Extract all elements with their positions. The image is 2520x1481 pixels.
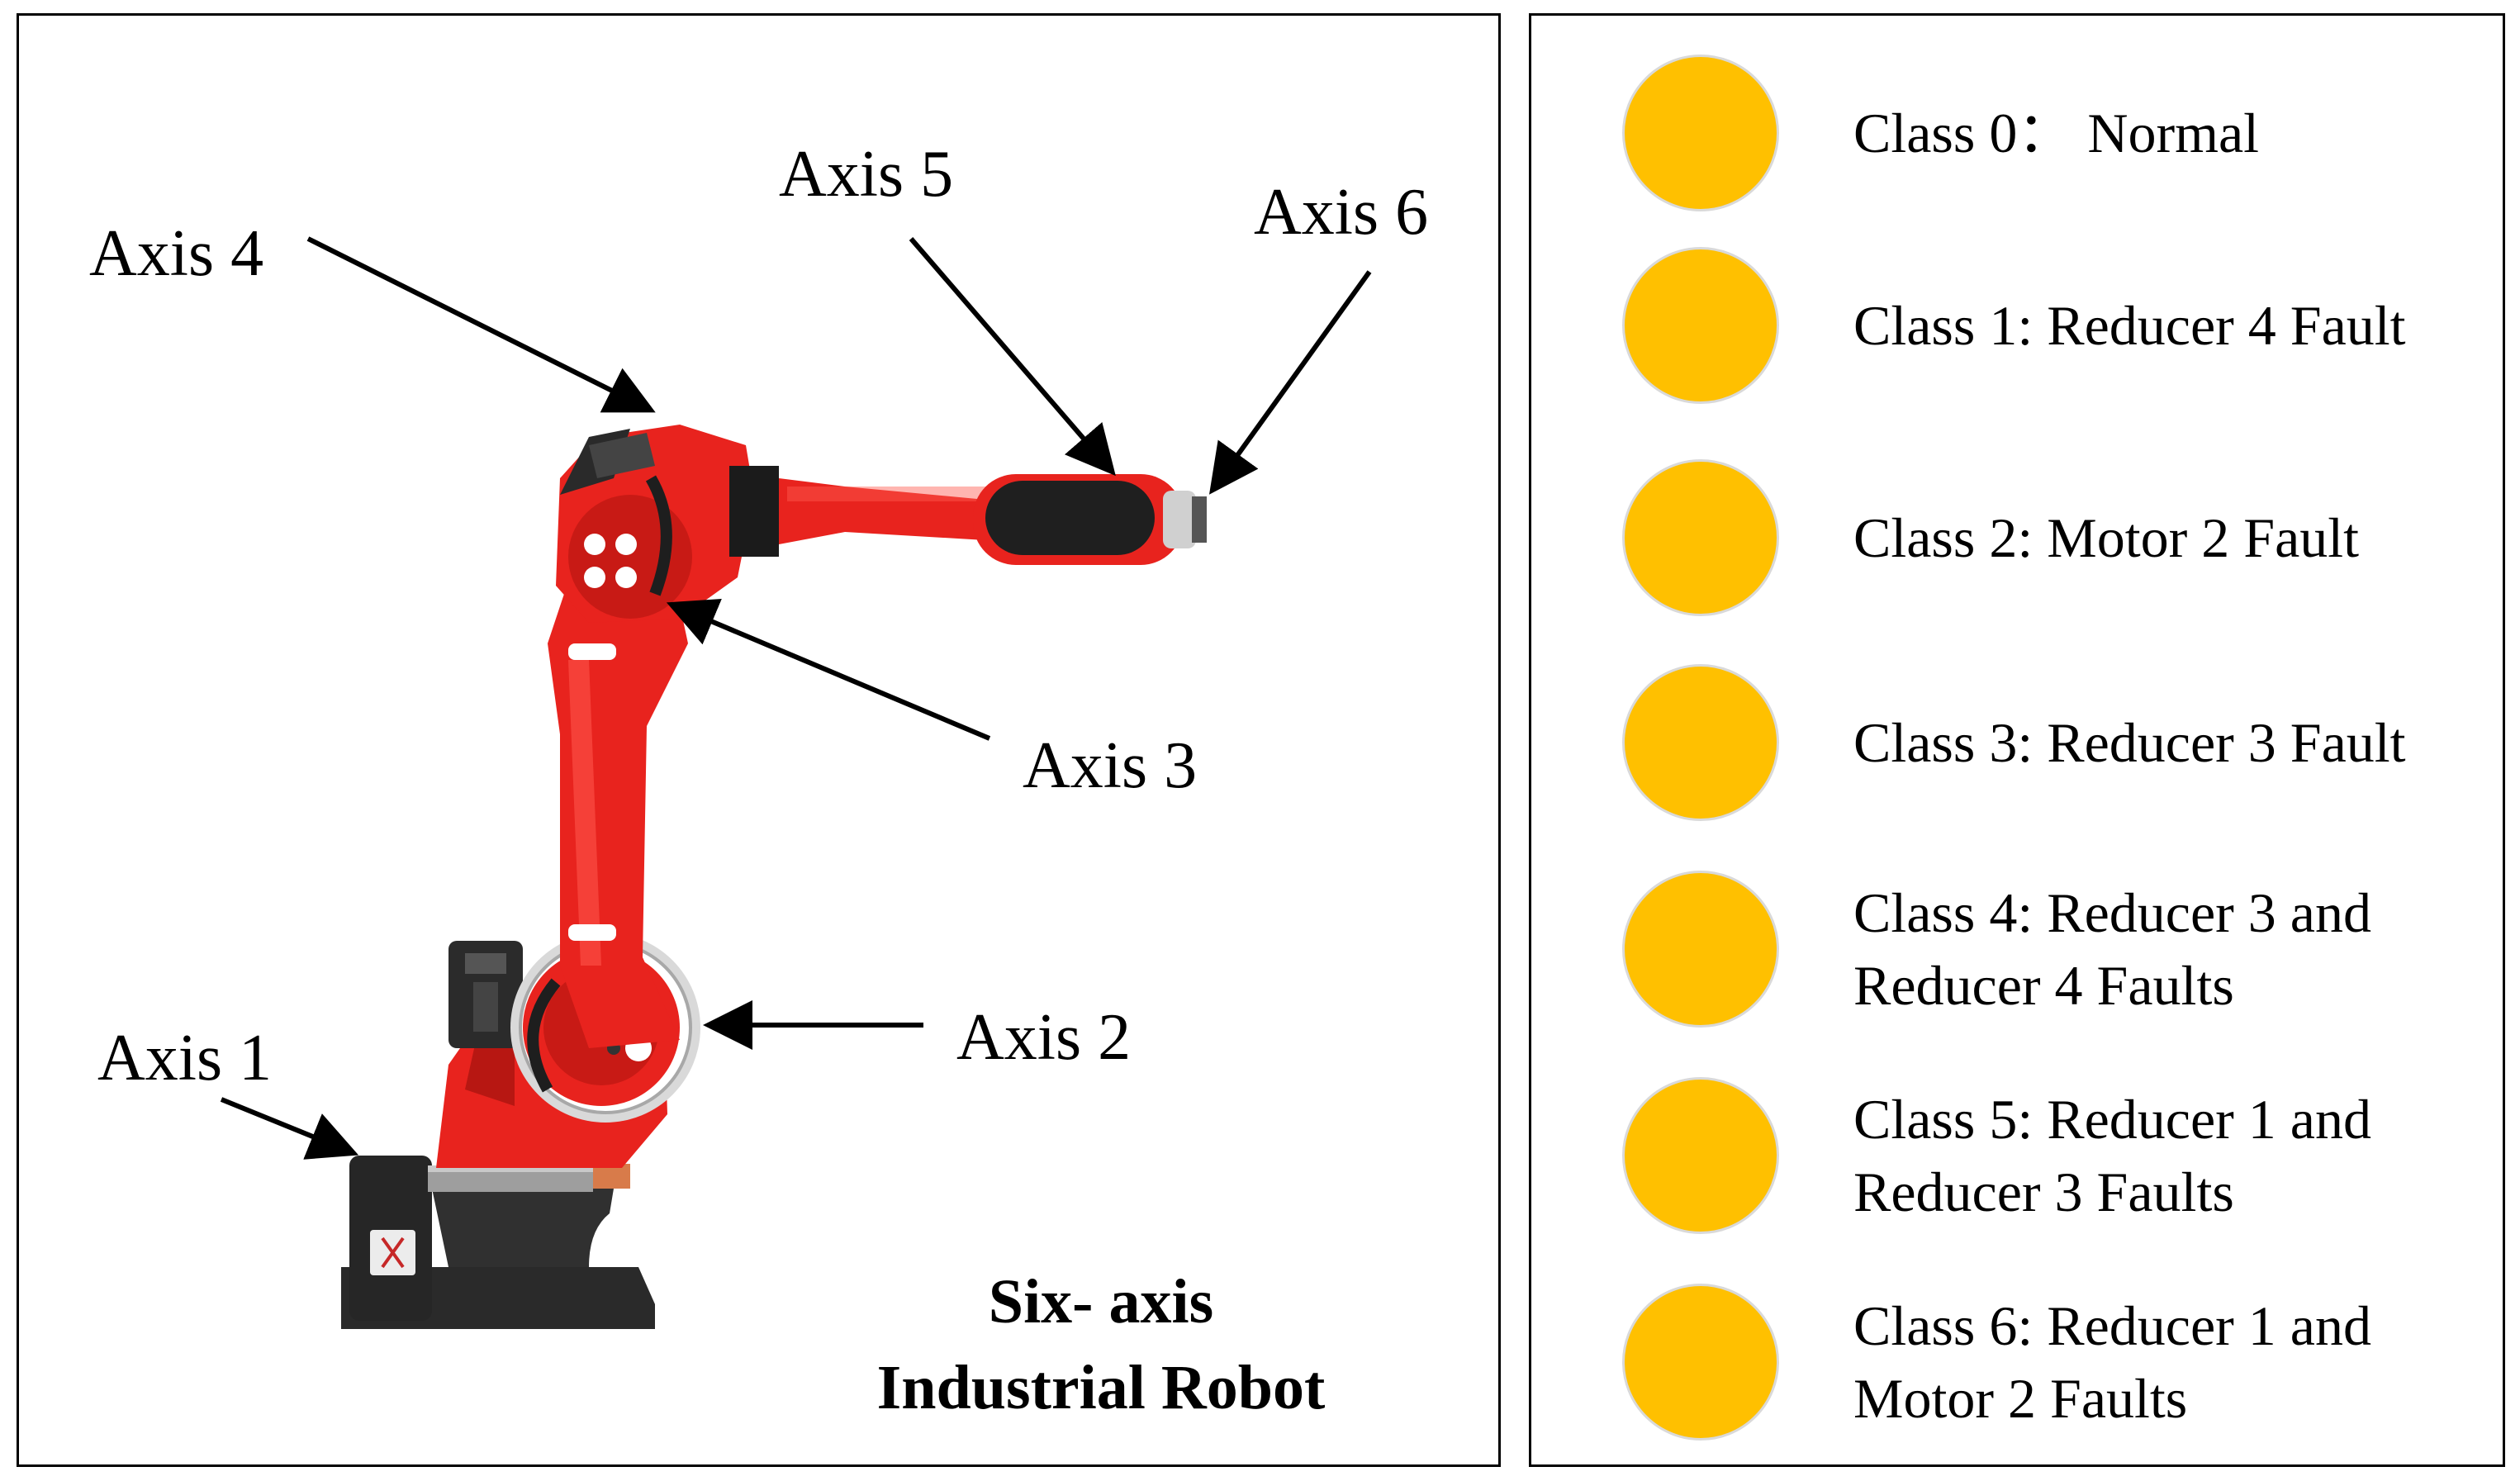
- robot-title-line2: Industrial Robot: [876, 1353, 1326, 1422]
- legend-label-line: Class 2: Motor 2 Fault: [1853, 506, 2360, 569]
- robot-illustration: [220, 236, 1372, 1329]
- legend-label-line: Class 0： Normal: [1853, 102, 2260, 164]
- class-dot: [1622, 247, 1779, 404]
- class-dot: [1622, 1284, 1779, 1441]
- class-dot: [1622, 664, 1779, 821]
- axis4-label: Axis 4: [89, 217, 264, 290]
- legend-label: Class 2: Motor 2 Fault: [1853, 501, 2359, 574]
- robot-panel: Axis 4 Axis 5 Axis 6 Axis 3 Axis 2 Axis …: [17, 13, 1501, 1467]
- class-dot: [1622, 55, 1779, 211]
- axis3-joint: [556, 425, 754, 623]
- legend-label: Class 0： Normal: [1853, 97, 2259, 169]
- axis-arrows: [220, 236, 1372, 1160]
- legend-label-line: Reducer 4 Faults: [1853, 954, 2234, 1017]
- axis5-label: Axis 5: [779, 138, 954, 211]
- axis1-arrow: [220, 1097, 359, 1160]
- robot-wrist: [973, 474, 1207, 565]
- axis3-label: Axis 3: [1023, 729, 1198, 802]
- legend-label-line: Class 3: Reducer 3 Fault: [1853, 711, 2406, 774]
- legend-label-line: Class 6: Reducer 1 and: [1853, 1294, 2371, 1357]
- legend-label-line: Reducer 3 Faults: [1853, 1161, 2234, 1223]
- legend-label: Class 5: Reducer 1 and Reducer 3 Faults: [1853, 1083, 2371, 1228]
- class-legend-panel: Class 0： Normal Class 1: Reducer 4 Fault…: [1529, 13, 2505, 1467]
- robot-lower-arm: [548, 586, 688, 1048]
- axis5-arrow: [909, 237, 1116, 477]
- robot-title-line1: Six- axis: [988, 1267, 1214, 1336]
- legend-label-line: Class 4: Reducer 3 and: [1853, 881, 2371, 944]
- axis6-arrow: [1208, 270, 1372, 495]
- axis3-arrow: [666, 598, 991, 741]
- legend-label: Class 3: Reducer 3 Fault: [1853, 706, 2406, 779]
- legend-label: Class 6: Reducer 1 and Motor 2 Faults: [1853, 1289, 2371, 1435]
- class-dot: [1622, 871, 1779, 1028]
- legend-label: Class 1: Reducer 4 Fault: [1853, 289, 2406, 362]
- class-dot: [1622, 459, 1779, 616]
- legend-label-line: Class 5: Reducer 1 and: [1853, 1088, 2371, 1151]
- legend-label-line: Class 1: Reducer 4 Fault: [1853, 294, 2406, 357]
- robot-title: Six- axis Industrial Robot: [812, 1259, 1390, 1431]
- class-dot: [1622, 1077, 1779, 1234]
- robot-forearm: [729, 466, 994, 557]
- axis1-label: Axis 1: [97, 1022, 273, 1094]
- axis4-arrow: [306, 236, 656, 413]
- robot-base: [341, 1156, 655, 1329]
- axis2-label: Axis 2: [956, 1001, 1132, 1074]
- legend-label-line: Motor 2 Faults: [1853, 1367, 2188, 1430]
- legend-label: Class 4: Reducer 3 and Reducer 4 Faults: [1853, 876, 2371, 1022]
- axis6-label: Axis 6: [1254, 176, 1429, 249]
